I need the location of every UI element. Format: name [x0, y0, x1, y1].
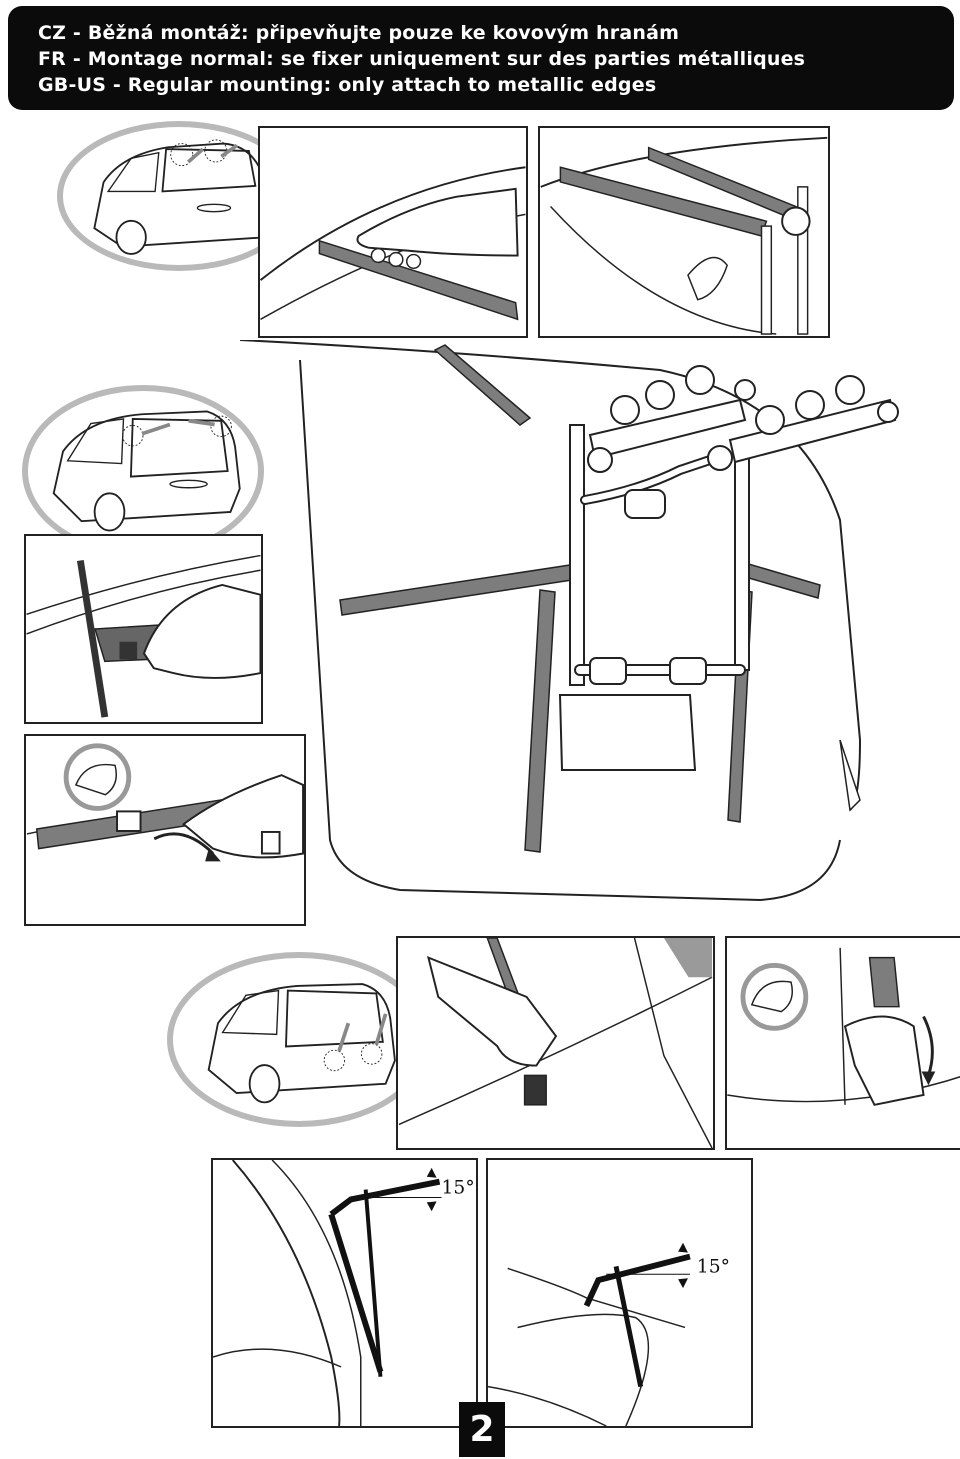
strap-to-rack-illustration: [540, 136, 828, 335]
car-top-hooks-illustration: [93, 139, 271, 255]
angle-label-left: 15°: [442, 1178, 475, 1199]
top-hook-hand-panel: [258, 126, 528, 338]
car-bottom-hooks-illustration: [207, 983, 396, 1104]
angle-right-illustration: 15°: [488, 1242, 730, 1426]
instruction-header: CZ - Běžná montáž: připevňujte pouze ke …: [8, 6, 954, 110]
tighten-buckle-panel: [24, 734, 306, 926]
top-strap-rack-panel: [538, 126, 830, 338]
car-detail-side-oval: [22, 385, 264, 557]
angle-label-right: 15°: [697, 1256, 730, 1277]
hand-hooking-strap-illustration: [260, 166, 526, 321]
page-number: 2: [459, 1402, 505, 1457]
tightening-strap-illustration: [26, 743, 304, 862]
angle-diagram-right-panel: 15°: [486, 1158, 753, 1428]
header-gb: GB-US - Regular mounting: only attach to…: [38, 74, 657, 96]
pull-strap-tight-illustration: [727, 947, 960, 1106]
lower-hook-hand-panel: [396, 936, 715, 1150]
hand-lower-hook-illustration: [398, 938, 713, 1148]
side-hook-hand-panel: [24, 534, 263, 724]
car-detail-bottom-oval: [167, 952, 431, 1127]
bike-rack-on-car-illustration: [239, 339, 899, 902]
hand-side-hook-illustration: [26, 554, 261, 718]
car-side-hooks-illustration: [52, 410, 241, 532]
header-fr: FR - Montage normal: se fixer uniquement…: [38, 48, 806, 70]
rack-mounted-main-illustration: [239, 339, 960, 930]
angle-left-illustration: 15°: [213, 1160, 475, 1426]
header-cz: CZ - Běžná montáž: připevňujte pouze ke …: [38, 22, 680, 44]
lower-tighten-panel: [725, 936, 960, 1150]
angle-diagram-left-panel: 15°: [211, 1158, 478, 1428]
